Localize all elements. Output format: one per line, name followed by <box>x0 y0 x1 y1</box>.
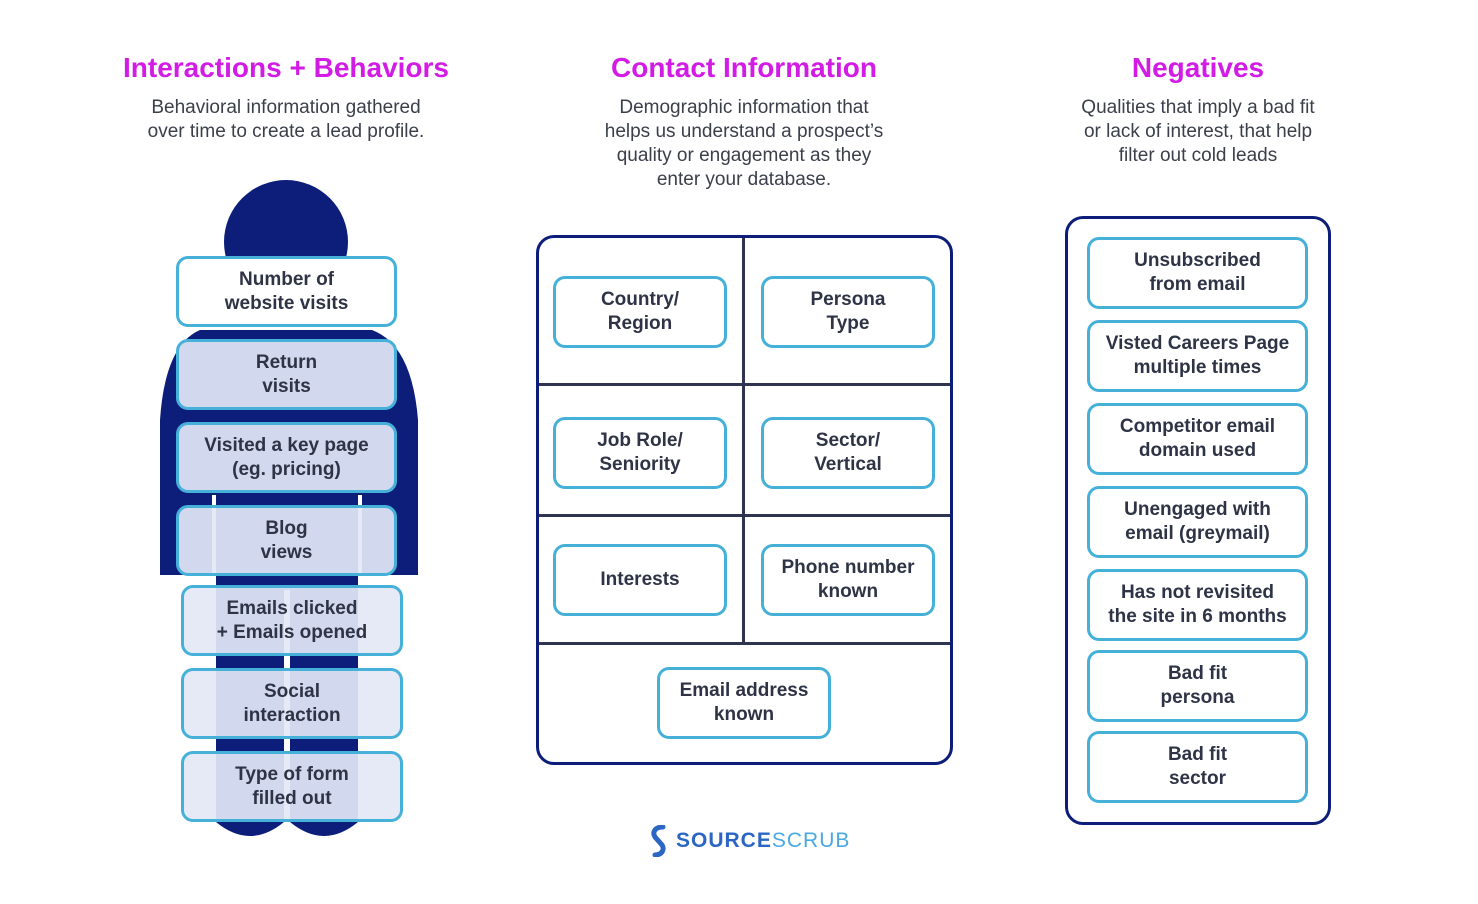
list-item-label: Persona Type <box>810 289 886 334</box>
list-item-label: Has not revisited the site in 6 months <box>1108 582 1287 627</box>
list-item-key-page: Visited a key page (eg. pricing) <box>176 422 397 493</box>
list-item-label: Visted Careers Page multiple times <box>1105 333 1290 378</box>
logo-text-scrub: SCRUB <box>771 829 851 852</box>
list-item-label: Unsubscribed from email <box>1134 250 1261 295</box>
list-item-label: Blog views <box>260 517 313 563</box>
list-item-label: Number of website visits <box>224 268 349 314</box>
list-item-label: Country/ Region <box>600 289 680 334</box>
list-item-form: Type of form filled out <box>181 751 403 822</box>
list-item-label: Phone number known <box>781 557 915 602</box>
list-item-label: Job Role/ Seniority <box>597 430 683 475</box>
list-item-greymail: Unengaged with email (greymail) <box>1087 486 1308 558</box>
grid-divider <box>742 238 745 644</box>
list-item-label: Bad fit persona <box>1160 663 1235 708</box>
contact-subtitle: Demographic information that helps us un… <box>604 97 884 190</box>
list-item-sector: Sector/ Vertical <box>761 417 935 489</box>
contact-title: Contact Information <box>611 52 877 83</box>
list-item-email: Email address known <box>657 667 831 739</box>
list-item-return-visits: Return visits <box>176 339 397 410</box>
list-item-label: Social interaction <box>243 680 341 726</box>
grid-divider <box>539 514 950 517</box>
list-item-country: Country/ Region <box>553 276 727 348</box>
sourcescrub-logo: SOURCESCRUB <box>650 824 850 858</box>
list-item-persona-type: Persona Type <box>761 276 935 348</box>
list-item-label: Unengaged with email (greymail) <box>1124 499 1271 544</box>
list-item-phone: Phone number known <box>761 544 935 616</box>
list-item-label: Competitor email domain used <box>1119 416 1276 461</box>
list-item-social: Social interaction <box>181 668 403 739</box>
list-item-bad-sector: Bad fit sector <box>1087 731 1308 803</box>
list-item-not-revisited: Has not revisited the site in 6 months <box>1087 569 1308 641</box>
list-item-emails: Emails clicked + Emails opened <box>181 585 403 656</box>
list-item-competitor: Competitor email domain used <box>1087 403 1308 475</box>
list-item-label: Email address known <box>679 680 809 725</box>
interactions-title: Interactions + Behaviors <box>122 52 449 83</box>
list-item-label: Visited a key page (eg. pricing) <box>204 434 369 480</box>
list-item-label: Type of form filled out <box>235 763 349 809</box>
list-item-unsubscribed: Unsubscribed from email <box>1087 237 1308 309</box>
list-item-careers-page: Visted Careers Page multiple times <box>1087 320 1308 392</box>
list-item-label: Return visits <box>255 351 318 397</box>
list-item-interests: Interests <box>553 544 727 616</box>
negatives-title: Negatives <box>1131 52 1265 83</box>
list-item-label: Emails clicked + Emails opened <box>216 597 368 643</box>
list-item-website-visits: Number of website visits <box>176 256 397 327</box>
sourcescrub-logo-icon <box>651 825 666 857</box>
grid-divider <box>539 642 950 645</box>
logo-text-source: SOURCE <box>676 829 772 852</box>
list-item-label: Sector/ Vertical <box>814 430 882 475</box>
list-item-blog-views: Blog views <box>176 505 397 576</box>
logo-text: SOURCESCRUB <box>676 829 850 853</box>
list-item-label: Bad fit sector <box>1167 744 1228 789</box>
list-item-bad-persona: Bad fit persona <box>1087 650 1308 722</box>
negatives-subtitle: Qualities that imply a bad fit or lack o… <box>1081 97 1315 166</box>
list-item-job-role: Job Role/ Seniority <box>553 417 727 489</box>
grid-divider <box>539 383 950 386</box>
list-item-label: Interests <box>600 569 680 590</box>
interactions-subtitle: Behavioral information gathered over tim… <box>147 97 425 142</box>
